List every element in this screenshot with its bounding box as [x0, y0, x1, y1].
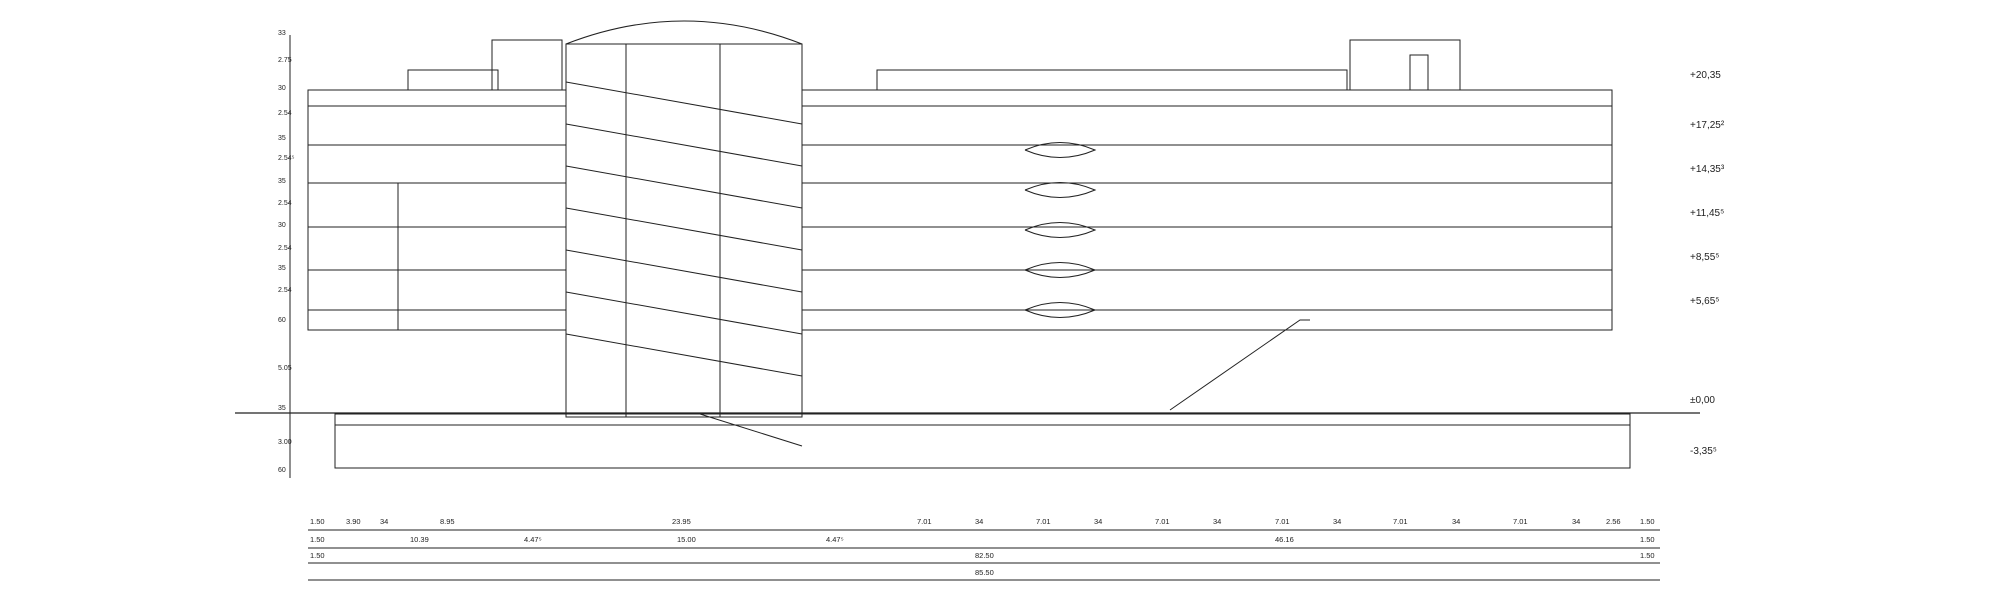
- vdim-label: 5.05: [278, 365, 292, 372]
- vdim-label: 2.54⁵: [278, 155, 295, 162]
- dim-label: 34: [975, 517, 983, 526]
- dim-label: 2.56: [1606, 517, 1621, 526]
- dim-label: 34: [1333, 517, 1341, 526]
- vdim-label: 60: [278, 317, 286, 324]
- vdim-label: 60: [278, 467, 286, 474]
- vdim-label: 2.54: [278, 287, 292, 294]
- dim-label: 7.01: [1393, 517, 1408, 526]
- vdim-label: 30: [278, 222, 286, 229]
- atrium-ramp: [565, 333, 803, 377]
- atrium-vault: [565, 20, 803, 45]
- vertical-dims: 33 2.75 30 2.54 35 2.54⁵ 35 2.54 30 2.54…: [278, 30, 295, 474]
- dim-label: 1.50: [310, 535, 325, 544]
- atrium-ramp: [565, 165, 803, 209]
- dim-label: 1.50: [1640, 551, 1655, 560]
- dim-label: 34: [380, 517, 388, 526]
- vdim-label: 2.54: [278, 110, 292, 117]
- level-label: +5,65⁵: [1690, 296, 1719, 307]
- vdim-label: 35: [278, 405, 286, 412]
- vdim-label: 35: [278, 265, 286, 272]
- dim-label: 46.16: [1275, 535, 1294, 544]
- atrium-outline: [565, 43, 803, 418]
- dim-label: 15.00: [677, 535, 696, 544]
- dim-label: 4.47⁵: [826, 535, 844, 544]
- basement-outline: [334, 413, 1631, 469]
- dim-label: 1.50: [310, 517, 325, 526]
- dim-label: 7.01: [1036, 517, 1051, 526]
- right-roof-terrace: [876, 69, 1348, 91]
- left-block-outline: [307, 89, 567, 331]
- vdim-label: 2.54: [278, 200, 292, 207]
- atrium-ramp: [565, 207, 803, 251]
- left-roof-structure: [491, 39, 563, 91]
- right-roof-structure: [1349, 39, 1461, 91]
- vdim-label: 2.75: [278, 57, 292, 64]
- dim-label: 82.50: [975, 551, 994, 560]
- vdim-label: 35: [278, 135, 286, 142]
- level-label: +8,55⁵: [1690, 252, 1719, 263]
- dim-label: 7.01: [1155, 517, 1170, 526]
- dim-label: 10.39: [410, 535, 429, 544]
- level-markers: +20,35 +17,25² +14,35³ +11,45⁵ +8,55⁵ +5…: [1690, 70, 1725, 457]
- level-label: +11,45⁵: [1690, 208, 1724, 219]
- level-label: -3,35⁵: [1690, 446, 1717, 457]
- dim-label: 1.50: [310, 551, 325, 560]
- dim-label: 4.47⁵: [524, 535, 542, 544]
- dim-label: 34: [1094, 517, 1102, 526]
- dim-label: 1.50: [1640, 535, 1655, 544]
- dim-label: 7.01: [1275, 517, 1290, 526]
- dim-label: 3.90: [346, 517, 361, 526]
- dim-label: 7.01: [917, 517, 932, 526]
- dim-label: 34: [1452, 517, 1460, 526]
- left-balcony-stack: [307, 182, 399, 331]
- dim-label: 34: [1572, 517, 1580, 526]
- atrium-ramp: [565, 291, 803, 335]
- dim-label: 7.01: [1513, 517, 1528, 526]
- dim-label: 85.50: [975, 568, 994, 577]
- vdim-label: 33: [278, 30, 286, 37]
- vdim-label: 35: [278, 178, 286, 185]
- level-label: ±0,00: [1690, 395, 1715, 406]
- atrium-ramp: [699, 413, 803, 447]
- level-label: +20,35: [1690, 70, 1721, 81]
- left-roof-terrace: [407, 69, 499, 91]
- dim-label: 1.50: [1640, 517, 1655, 526]
- atrium-ramp: [565, 81, 803, 125]
- dim-label: 8.95: [440, 517, 455, 526]
- dim-row-3: 1.50 82.50 1.50: [310, 551, 1655, 560]
- level-label: +17,25²: [1690, 120, 1725, 131]
- roof-door: [1409, 54, 1429, 91]
- vdim-label: 3.00: [278, 439, 292, 446]
- atrium-ramp: [565, 123, 803, 167]
- straight-stair: [1169, 319, 1310, 411]
- right-block-outline: [801, 89, 1613, 331]
- spiral-stair: [1024, 142, 1097, 318]
- atrium-ramp: [565, 249, 803, 293]
- vdim-label: 30: [278, 85, 286, 92]
- dim-row-1: 1.50 3.90 34 8.95 23.95 7.01 34 7.01 34 …: [310, 517, 1655, 526]
- dim-label: 23.95: [672, 517, 691, 526]
- dim-row-2: 1.50 10.39 4.47⁵ 15.00 4.47⁵ 46.16 1.50: [310, 535, 1655, 544]
- level-label: +14,35³: [1690, 164, 1725, 175]
- dim-row-4: 85.50: [975, 568, 994, 577]
- dim-label: 34: [1213, 517, 1221, 526]
- vdim-label: 2.54: [278, 245, 292, 252]
